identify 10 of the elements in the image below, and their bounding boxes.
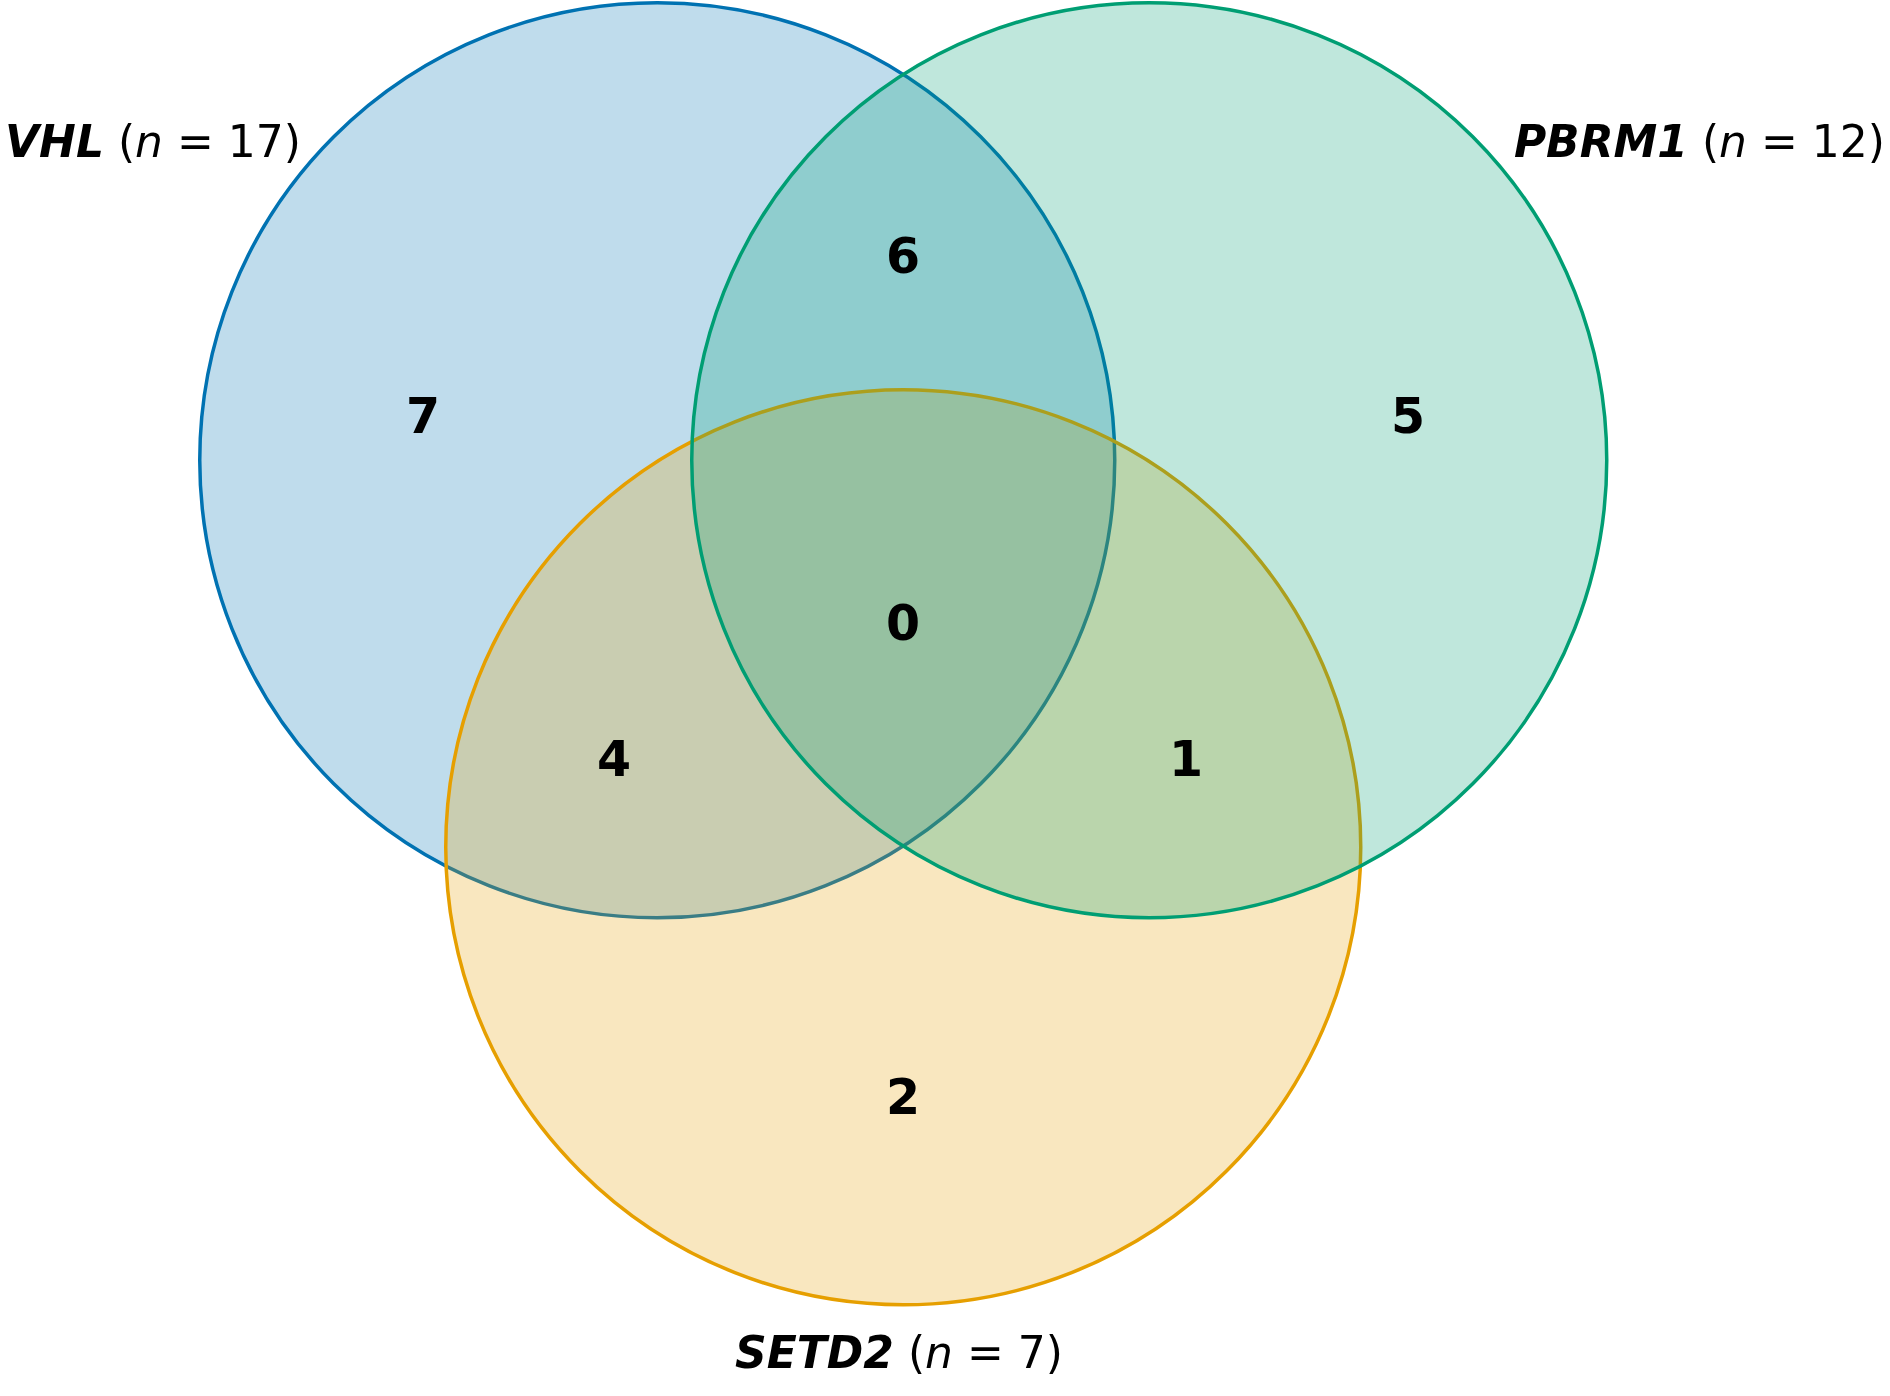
region-count: 0 bbox=[885, 598, 921, 648]
region-count: 1 bbox=[1168, 734, 1204, 784]
region-count: 4 bbox=[596, 734, 632, 784]
set-label: SETD2 (n = 7) bbox=[735, 1327, 1063, 1379]
region-count: 2 bbox=[885, 1072, 921, 1122]
region-count: 5 bbox=[1390, 391, 1426, 441]
set-label: PBRM1 (n = 12) bbox=[1513, 116, 1885, 168]
region-count: 6 bbox=[885, 231, 921, 281]
set-label: VHL (n = 17) bbox=[5, 116, 301, 168]
region-count: 7 bbox=[405, 391, 441, 441]
